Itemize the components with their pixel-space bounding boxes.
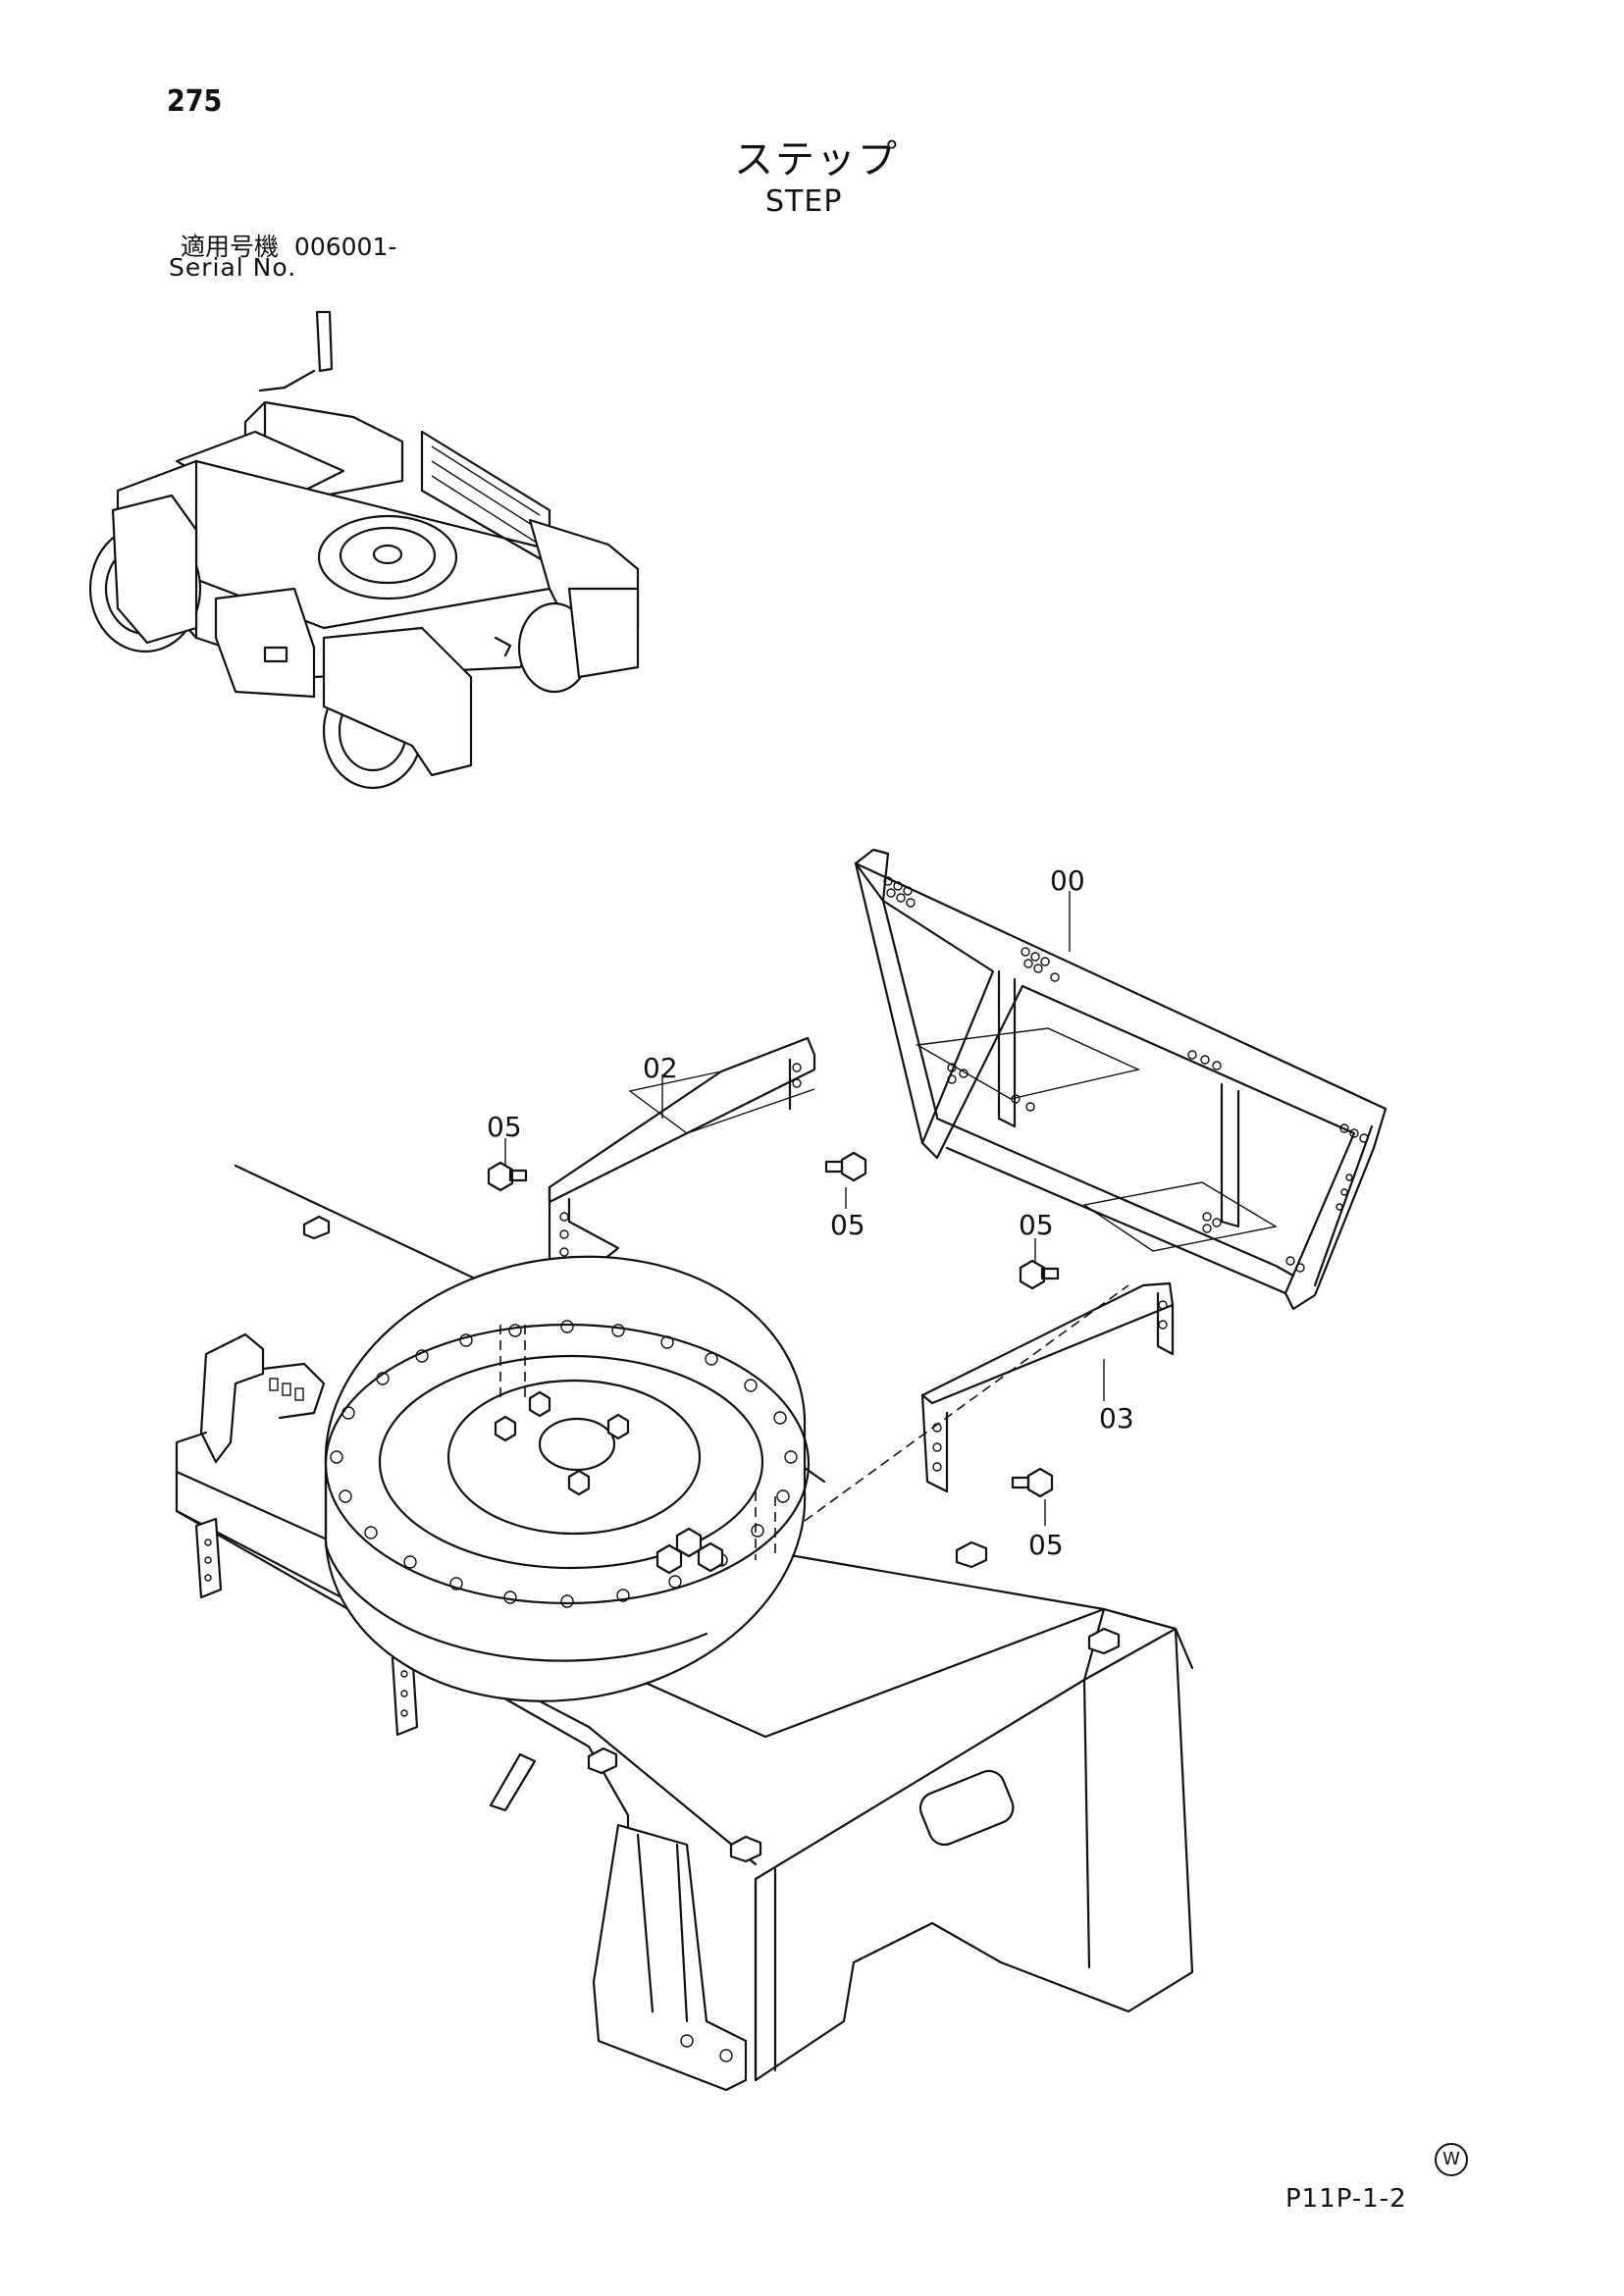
base-frame: [175, 1164, 1194, 2092]
step-frame-00: [854, 848, 1388, 1311]
main-exploded-view: 00 02 03 05 05 05 05: [175, 848, 1388, 2092]
callout-02: 02: [643, 1052, 678, 1084]
w-circle-mark: W: [1435, 2143, 1468, 2176]
callout-03: 03: [1099, 1402, 1134, 1435]
overview-illustration: [88, 310, 640, 790]
title-english: STEP: [765, 184, 843, 219]
page-code: P11P-1-2: [1285, 2184, 1407, 2214]
bracket-03: [920, 1281, 1175, 1493]
turntable-ring: [324, 1255, 811, 1702]
page-number: 275: [167, 84, 223, 119]
leader-lines: [504, 891, 1105, 1526]
bolt-05-d: [1011, 1467, 1054, 1498]
serial-label-japanese: 適用号機 006001-: [181, 228, 396, 263]
callout-05-right: 05: [1019, 1209, 1054, 1241]
bolts-05: [487, 1151, 1060, 1498]
callout-05-left: 05: [487, 1111, 522, 1143]
bolt-05-b: [824, 1151, 867, 1182]
callout-05-middle: 05: [830, 1209, 865, 1241]
serial-label-english: Serial No.: [169, 253, 297, 282]
title-japanese: ステップ: [734, 137, 899, 183]
callout-00: 00: [1050, 864, 1085, 897]
serial-value: 006001-: [293, 233, 397, 261]
callout-05-bottom: 05: [1028, 1529, 1064, 1561]
bolt-05-a: [487, 1161, 528, 1192]
bracket-02: [548, 1036, 816, 1278]
serial-label-jp-text: 適用号機: [181, 233, 280, 261]
bolt-05-c: [1019, 1259, 1060, 1290]
